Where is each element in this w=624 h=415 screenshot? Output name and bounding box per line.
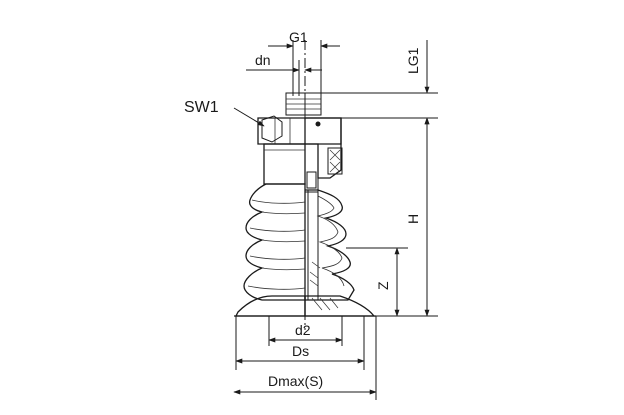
neck xyxy=(263,143,343,193)
dimension-z: Z xyxy=(346,247,408,317)
dimension-d2: d2 xyxy=(268,316,343,346)
label-h: H xyxy=(405,214,421,224)
dimension-sw1: SW1 xyxy=(184,99,265,127)
dimension-lg1: LG1 xyxy=(321,40,438,135)
bellows-section xyxy=(305,189,355,301)
dimension-ds: Ds xyxy=(235,316,365,370)
dimension-dn: dn xyxy=(246,52,322,96)
label-z: Z xyxy=(375,281,391,290)
bellows xyxy=(243,183,306,301)
dimension-dmax: Dmax(S) xyxy=(233,316,377,400)
label-g1: G1 xyxy=(289,29,308,45)
thread-stub xyxy=(285,92,322,116)
dimension-h: H xyxy=(376,117,438,317)
label-d2: d2 xyxy=(295,322,311,338)
label-lg1: LG1 xyxy=(405,47,421,74)
hex-body xyxy=(257,115,342,179)
vacuum-cup-part xyxy=(234,40,376,330)
label-ds: Ds xyxy=(292,343,309,359)
label-dn: dn xyxy=(255,52,271,68)
label-dmax: Dmax(S) xyxy=(268,373,323,389)
label-sw1: SW1 xyxy=(184,99,219,116)
dimension-g1: G1 xyxy=(268,29,340,96)
